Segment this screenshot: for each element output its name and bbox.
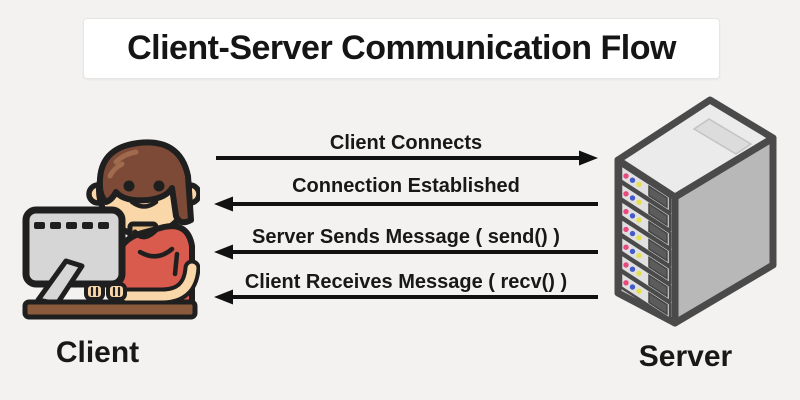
server-led-lights [623, 173, 642, 294]
arrow-connection-established [214, 196, 598, 212]
server-top-vent [692, 118, 753, 155]
client-label: Client [55, 336, 140, 369]
arrow-client-receives [214, 289, 598, 305]
server-drive-slots [648, 184, 668, 316]
server-label: Server [638, 340, 733, 373]
arrowhead-left-icon [214, 289, 233, 305]
message-label-client-receives: Client Receives Message ( recv() ) [244, 271, 568, 293]
title-box: Client-Server Communication Flow [83, 18, 720, 79]
arrowhead-left-icon [214, 196, 233, 212]
person-at-computer-icon [22, 139, 200, 320]
message-label-client-connects: Client Connects [329, 132, 483, 154]
arrow-client-connects [216, 150, 598, 166]
arrow-server-sends [214, 244, 598, 260]
arrowhead-right-icon [579, 150, 598, 166]
message-label-server-sends: Server Sends Message ( send() ) [252, 226, 560, 248]
diagram-title: Client-Server Communication Flow [127, 29, 676, 67]
message-label-connection-established: Connection Established [292, 175, 520, 197]
arrowhead-left-icon [214, 244, 233, 260]
server-rack-icon [614, 96, 777, 327]
